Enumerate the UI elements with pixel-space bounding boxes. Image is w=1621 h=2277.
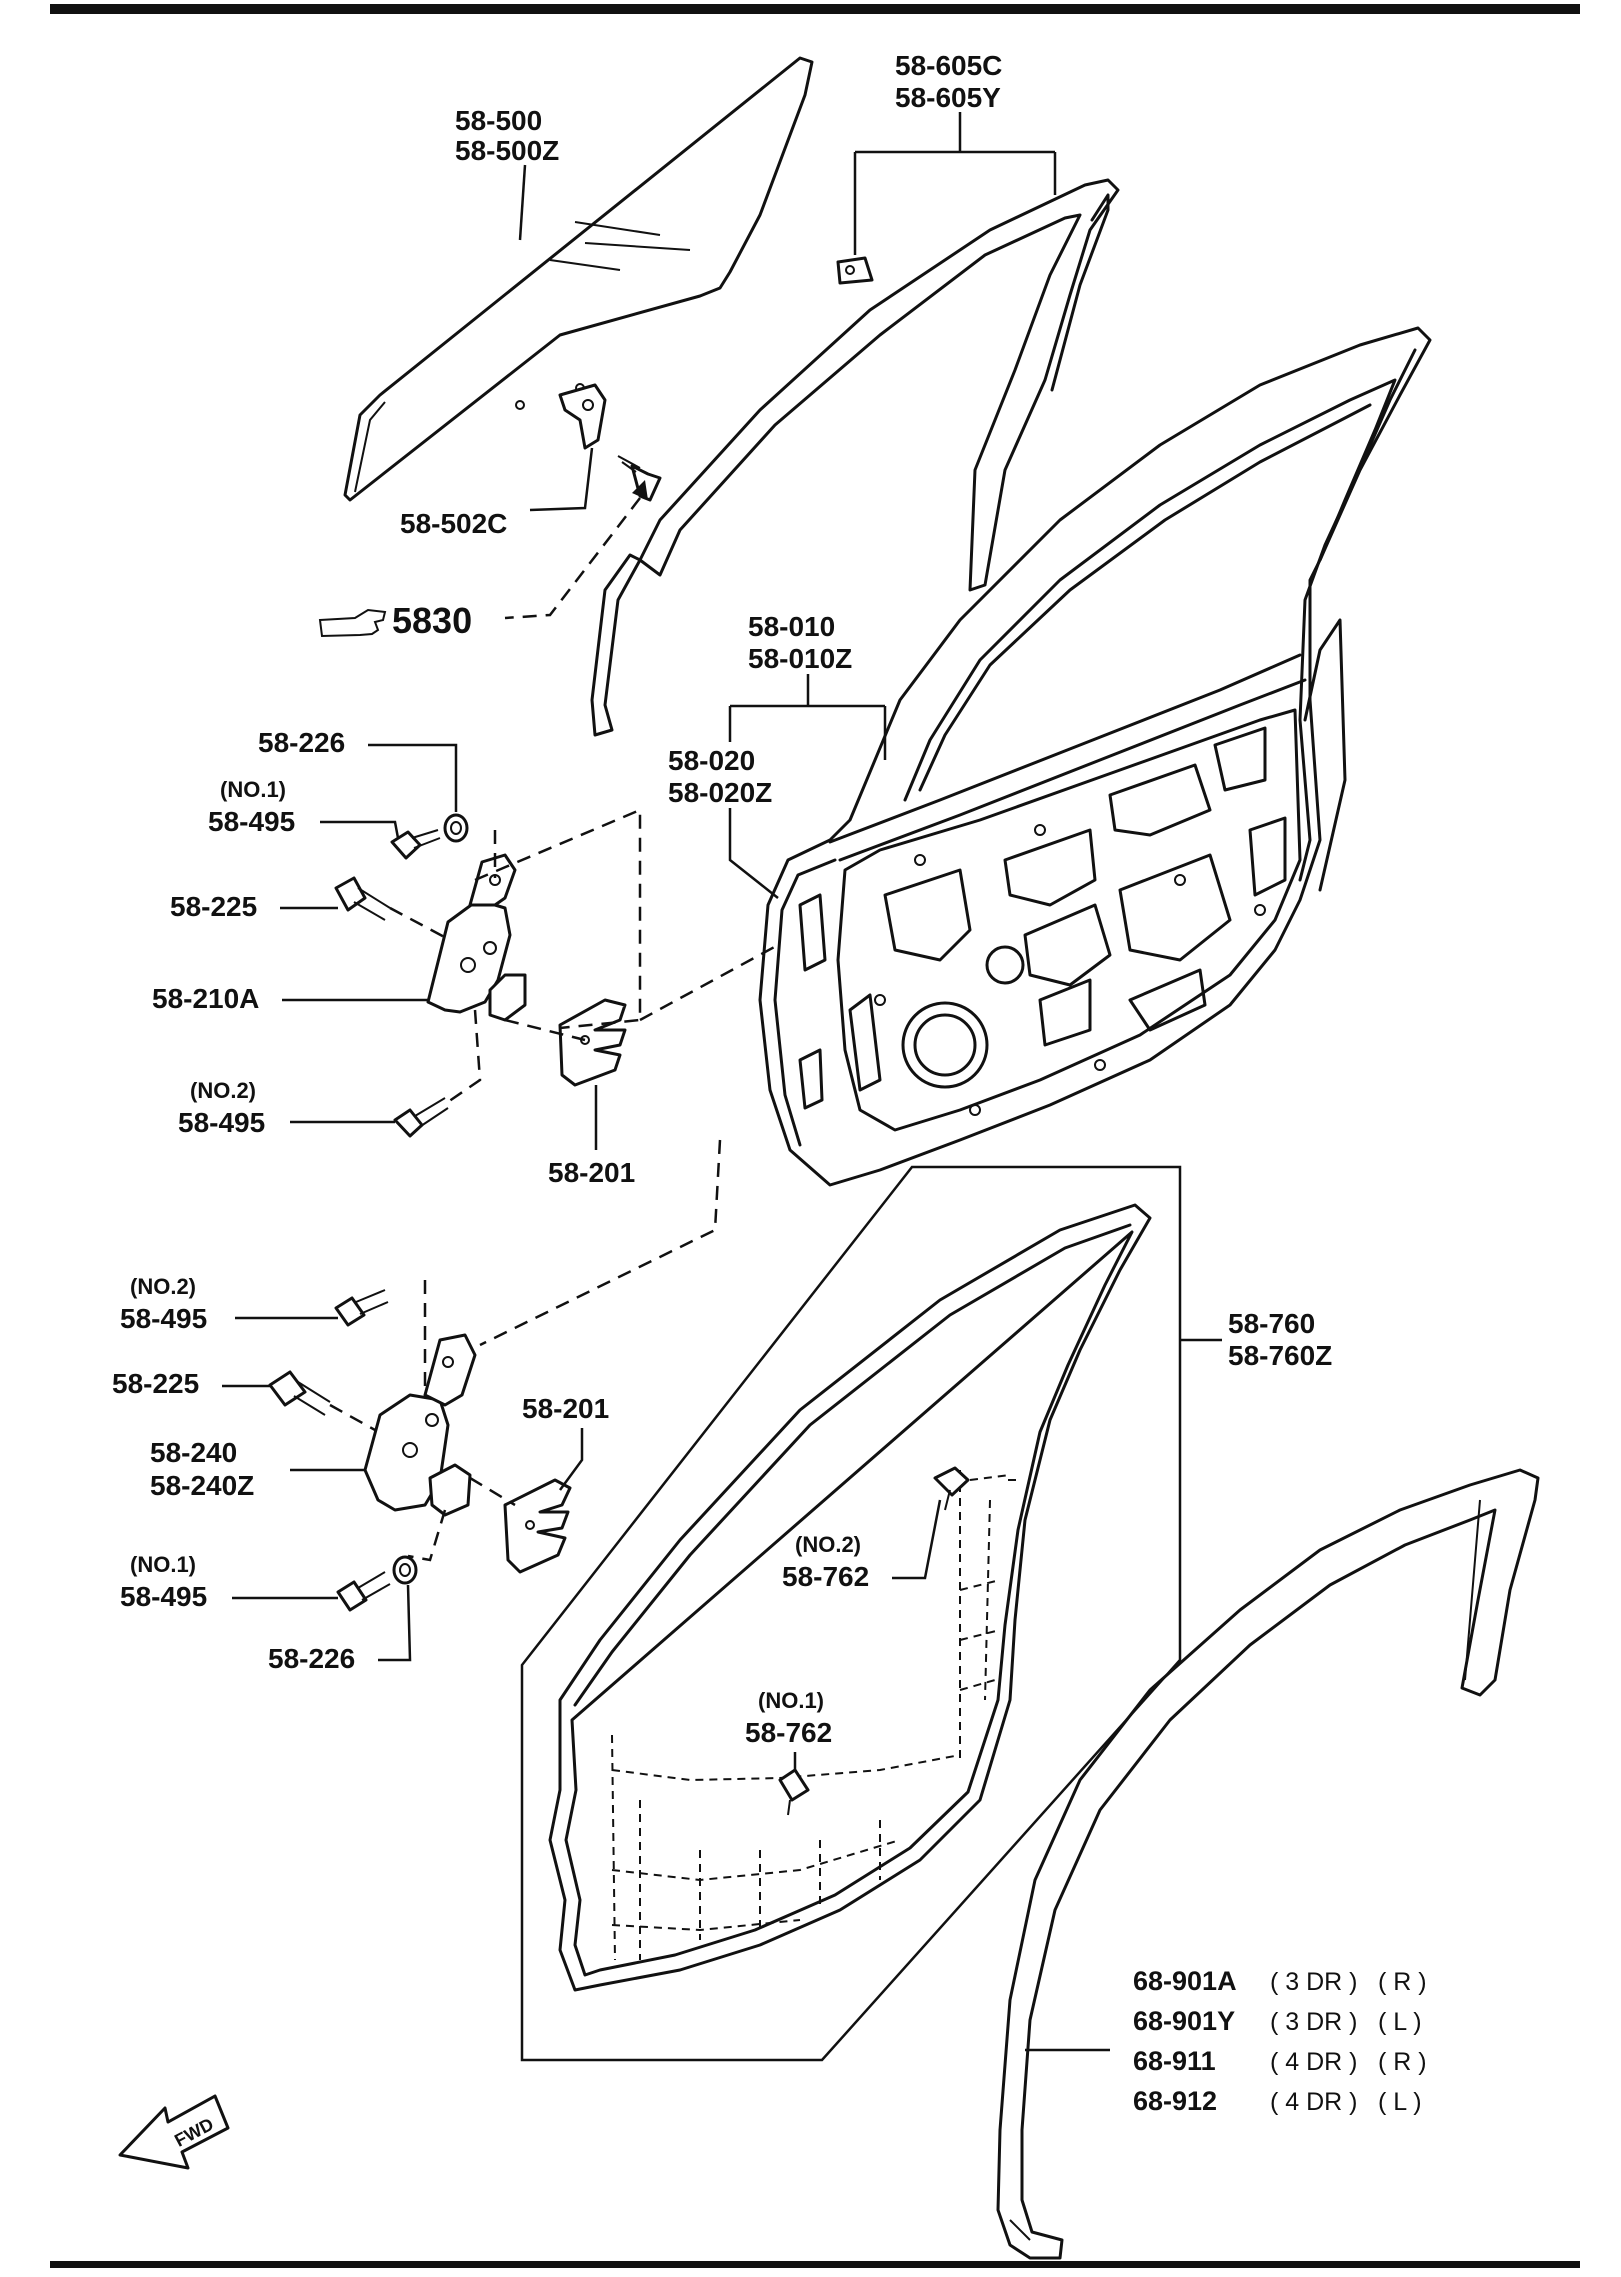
door-weatherstrip [548,1203,1152,1992]
door-shell [758,326,1432,1187]
weatherstrip-spec-table: 68-901A ( 3 DR ) ( R ) 68-901Y ( 3 DR ) … [1133,1966,1427,2116]
callout-no1-upper: (NO.1) [220,777,286,802]
spec-row-1-part: 68-901A [1133,1966,1237,1996]
callout-58-500z: 58-500Z [455,135,559,166]
spec-row-2-doors: ( 3 DR ) [1270,2008,1358,2036]
callout-no2-clip: (NO.2) [795,1532,861,1557]
callout-no2-lower: (NO.2) [130,1274,196,1299]
callout-58-500: 58-500 [455,105,542,136]
spec-row-4-part: 68-912 [1133,2086,1217,2116]
spec-row-4-doors: ( 4 DR ) [1270,2088,1358,2116]
lower-hinge-bolt-225 [268,1370,331,1416]
callout-58-240z: 58-240Z [150,1470,254,1501]
lower-hinge-shim [503,1478,572,1574]
callout-58-240: 58-240 [150,1437,237,1468]
callout-58-210a: 58-210A [152,983,259,1014]
weatherstrip-clip-no1 [778,1768,810,1816]
upper-hinge-shim [558,998,627,1087]
fwd-arrow-icon: FWD [118,2094,230,2170]
lower-hinge-bolt-no2 [334,1289,389,1327]
callout-58-010z: 58-010Z [748,643,852,674]
callout-58-605c: 58-605C [895,50,1002,81]
spec-row-1-doors: ( 3 DR ) [1270,1968,1358,1996]
spec-row-3-part: 68-911 [1133,2046,1216,2076]
window-glass [343,56,814,502]
callout-no1-lower: (NO.1) [130,1552,196,1577]
upper-hinge-washer [443,813,469,843]
callout-58-495-upper-no2: 58-495 [178,1107,265,1138]
callout-58-762-no2: 58-762 [782,1561,869,1592]
glass-channel-bracket [558,383,607,450]
callout-no1-clip: (NO.1) [758,1688,824,1713]
callout-58-201-lower: 58-201 [522,1393,609,1424]
bottom-border-bar [50,2261,1580,2268]
hand-pointer-icon [318,608,387,638]
body-weatherstrip [996,1468,1540,2260]
glass-run-channel [590,178,1120,737]
callout-58-495-upper-no1: 58-495 [208,806,295,837]
callout-58-020: 58-020 [668,745,755,776]
callout-58-010: 58-010 [748,611,835,642]
callout-58-760z: 58-760Z [1228,1340,1332,1371]
lower-hinge [363,1333,477,1517]
upper-hinge-bolt-no1 [390,829,441,860]
callout-58-762-no1: 58-762 [745,1717,832,1748]
callout-58-760: 58-760 [1228,1308,1315,1339]
callout-58-201-upper: 58-201 [548,1157,635,1188]
callout-5830: 5830 [392,600,472,641]
upper-hinge [426,853,527,1022]
weatherstrip-clip-no2 [933,1466,970,1511]
weatherstrip-box [520,1165,1182,2062]
upper-hinge-bolt-no2 [393,1097,449,1138]
callout-58-225-upper: 58-225 [170,891,257,922]
upper-hinge-bolt-225 [334,876,391,921]
spec-row-1-side: ( R ) [1378,1968,1427,1996]
spec-row-3-side: ( R ) [1378,2048,1427,2076]
lower-hinge-bolt-no1 [336,1571,391,1612]
spec-row-4-side: ( L ) [1378,2088,1422,2116]
callout-58-502c: 58-502C [400,508,507,539]
lower-hinge-washer [392,1555,418,1585]
callout-58-226-lower: 58-226 [268,1643,355,1674]
callout-58-226-upper: 58-226 [258,727,345,758]
callout-58-225-lower: 58-225 [112,1368,199,1399]
spec-row-2-side: ( L ) [1378,2008,1422,2036]
glass-run-clip [836,256,874,285]
callout-58-020z: 58-020Z [668,777,772,808]
callout-58-605y: 58-605Y [895,82,1001,113]
spec-row-3-doors: ( 4 DR ) [1270,2048,1358,2076]
top-border-bar [50,4,1580,14]
callout-no2-upper: (NO.2) [190,1078,256,1103]
callout-58-495-lower-no1: 58-495 [120,1581,207,1612]
spec-row-2-part: 68-901Y [1133,2006,1235,2036]
callout-58-495-lower-no2: 58-495 [120,1303,207,1334]
